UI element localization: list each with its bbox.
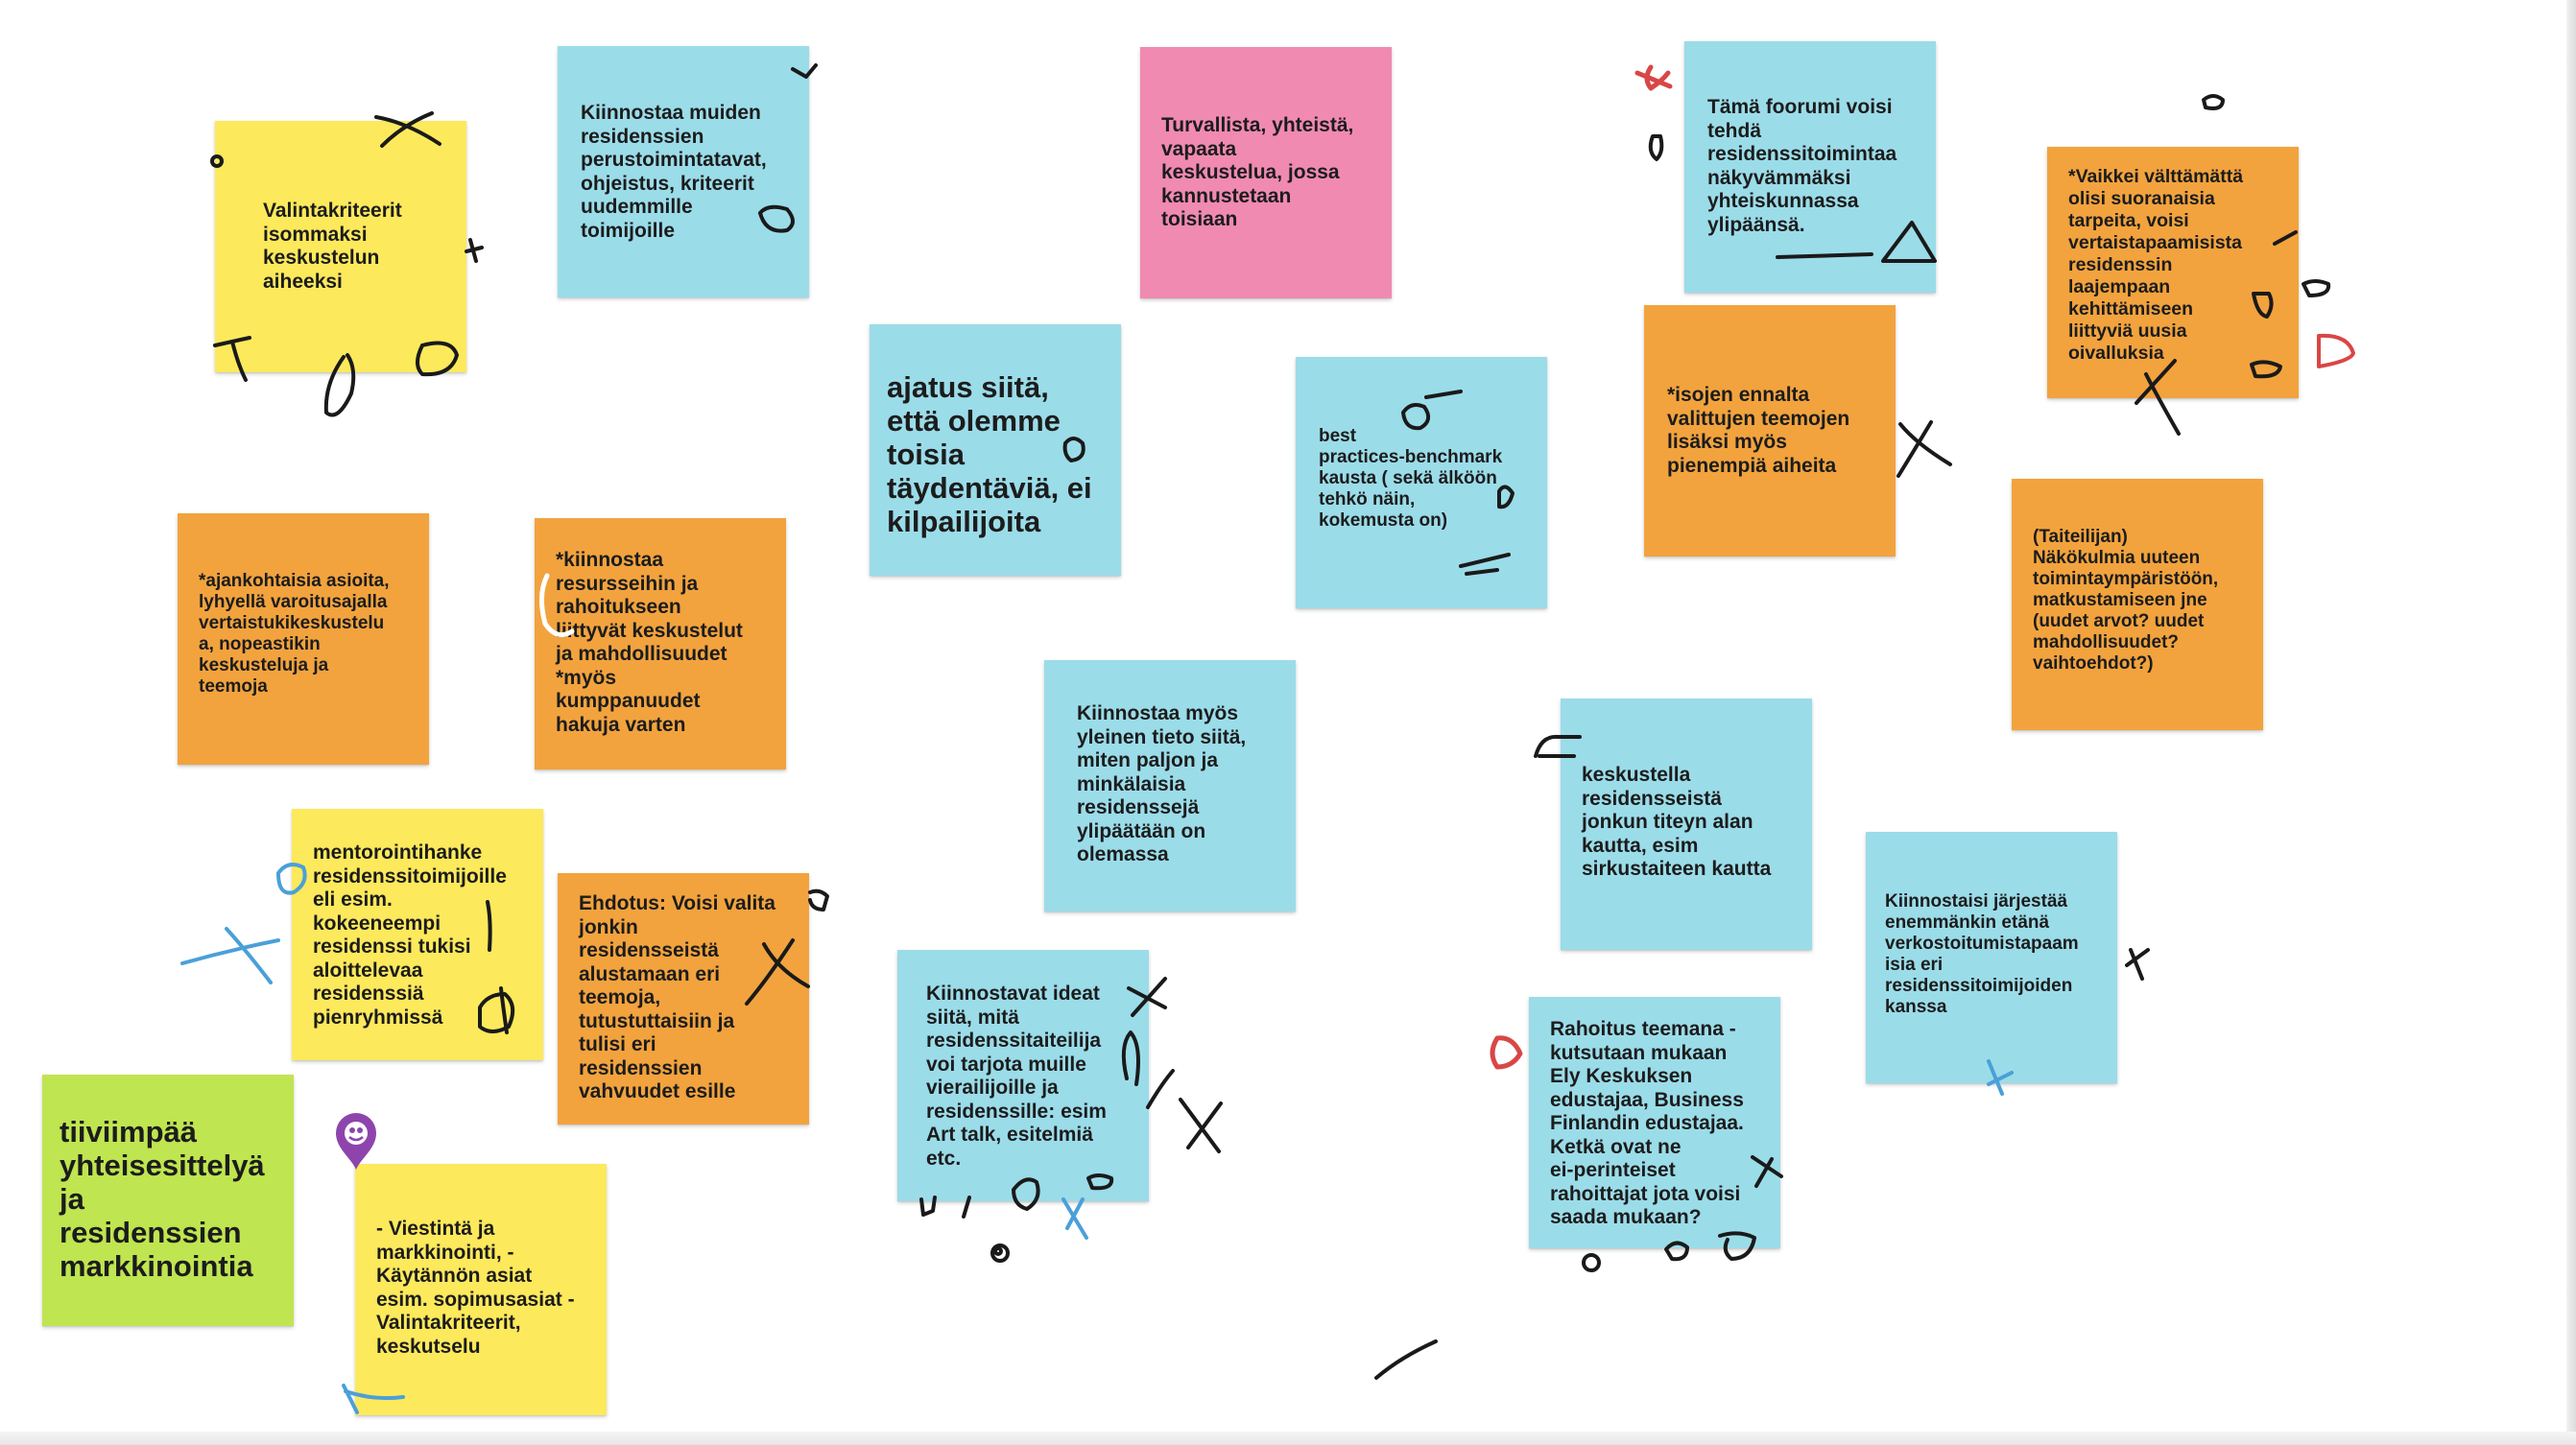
sticky-note-taiteilijan[interactable]: (Taiteilijan) Näkökulmia uuteen toiminta… — [2012, 479, 2263, 730]
sticky-note-titeyn-alan[interactable]: keskustella residensseistä jonkun titeyn… — [1561, 699, 1812, 950]
sticky-note-isojen-teemojen[interactable]: *isojen ennalta valittujen teemojen lisä… — [1644, 305, 1896, 557]
sticky-note-ehdotus[interactable]: Ehdotus: Voisi valita jonkin residenssei… — [558, 873, 809, 1125]
sticky-note-ajankohtaisia[interactable]: *ajankohtaisia asioita, lyhyellä varoitu… — [178, 513, 429, 765]
sticky-note-yleinen-tieto[interactable]: Kiinnostaa myös yleinen tieto siitä, mit… — [1044, 660, 1296, 912]
canvas-bottom-edge — [0, 1432, 2576, 1445]
sticky-note-vertaistapaamiset[interactable]: *Vaikkei välttämättä olisi suoranaisia t… — [2047, 147, 2299, 398]
sticky-note-verkostoitumistapaamisia[interactable]: Kiinnostaisi järjestää enemmänkin etänä … — [1866, 832, 2117, 1083]
sticky-note-ideat[interactable]: Kiinnostavat ideat siitä, mitä residenss… — [897, 950, 1149, 1201]
sticky-note-taydentavia[interactable]: ajatus siitä, että olemme toisia täydent… — [870, 324, 1121, 576]
sticky-note-viestinta[interactable]: - Viestintä ja markkinointi, - Käytännön… — [355, 1164, 607, 1415]
sticky-note-valintakriteerit[interactable]: Valintakriteerit isommaksi keskustelun a… — [215, 121, 466, 372]
location-pin-icon[interactable] — [332, 1110, 380, 1172]
sticky-note-rahoitus[interactable]: Rahoitus teemana - kutsutaan mukaan Ely … — [1529, 997, 1780, 1248]
sticky-note-turvallista[interactable]: Turvallista, yhteistä, vapaata keskustel… — [1140, 47, 1392, 298]
sticky-note-best-practices[interactable]: best practices-benchmark kausta ( sekä ä… — [1296, 357, 1547, 608]
sticky-note-muiden-residenssien[interactable]: Kiinnostaa muiden residenssien perustoim… — [558, 46, 809, 297]
sticky-note-resursseihin[interactable]: *kiinnostaa resursseihin ja rahoitukseen… — [535, 518, 786, 770]
sticky-note-yhteisesittely[interactable]: tiiviimpää yhteisesittelyä ja residenssi… — [42, 1075, 294, 1326]
sticky-note-foorumi[interactable]: Tämä foorumi voisi tehdä residenssitoimi… — [1684, 41, 1936, 293]
scrollbar-track[interactable] — [2566, 0, 2576, 1445]
sticky-note-mentorointihanke[interactable]: mentorointihanke residenssitoimijoille e… — [292, 809, 543, 1060]
